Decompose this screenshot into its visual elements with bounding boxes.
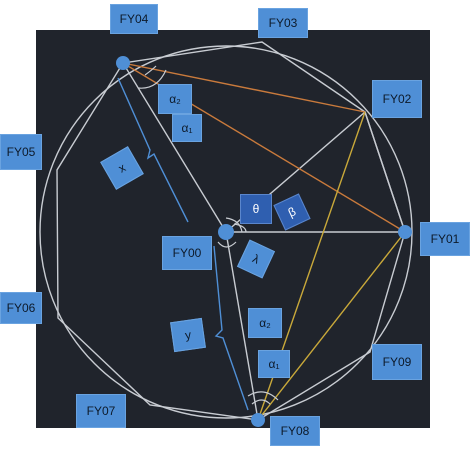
node-label-fy06: FY06 — [0, 292, 42, 324]
node-label-fy09: FY09 — [372, 344, 422, 380]
node-dot-fy08 — [251, 413, 265, 427]
angle-label-alpha2-top: α₂ — [158, 84, 192, 114]
spoke-fy00-fy08 — [225, 231, 259, 421]
angle-arc-lambda — [217, 241, 237, 248]
bracket-y — [213, 245, 249, 411]
node-label-fy00: FY00 — [162, 236, 212, 270]
angle-arc-fy08-outer — [247, 391, 279, 401]
node-label-fy02: FY02 — [372, 80, 422, 118]
node-label-fy08: FY08 — [270, 416, 320, 446]
angle-arc-fy08-inner — [251, 399, 271, 405]
angle-arc-fy04-inner — [144, 65, 157, 76]
node-label-fy07: FY07 — [76, 394, 126, 428]
node-dot-fy00 — [218, 224, 234, 240]
orange-fy04-fy02 — [122, 62, 366, 113]
angle-label-alpha1-top: α₁ — [172, 114, 202, 142]
node-dot-fy01 — [398, 225, 412, 239]
angle-arc-fy04-outer — [137, 69, 167, 89]
node-dot-fy04 — [116, 56, 130, 70]
angle-label-alpha2-bottom: α₂ — [248, 308, 282, 338]
node-label-fy05: FY05 — [0, 134, 42, 170]
angle-label-theta: θ — [240, 194, 272, 224]
bracket-x — [117, 77, 189, 223]
yellow-fy08-fy01 — [257, 231, 406, 421]
node-label-fy01: FY01 — [420, 222, 470, 256]
angle-arc-beta — [233, 223, 247, 233]
node-label-fy03: FY03 — [258, 8, 308, 38]
edge-fy02-fy01 — [364, 111, 406, 233]
node-polygon — [56, 41, 406, 421]
node-label-fy04: FY04 — [110, 4, 158, 34]
distance-label-y: y — [170, 317, 206, 353]
spoke-fy00-fy04 — [122, 62, 227, 233]
angle-label-alpha1-bottom: α₁ — [258, 350, 290, 378]
angle-arc-theta — [225, 217, 243, 233]
